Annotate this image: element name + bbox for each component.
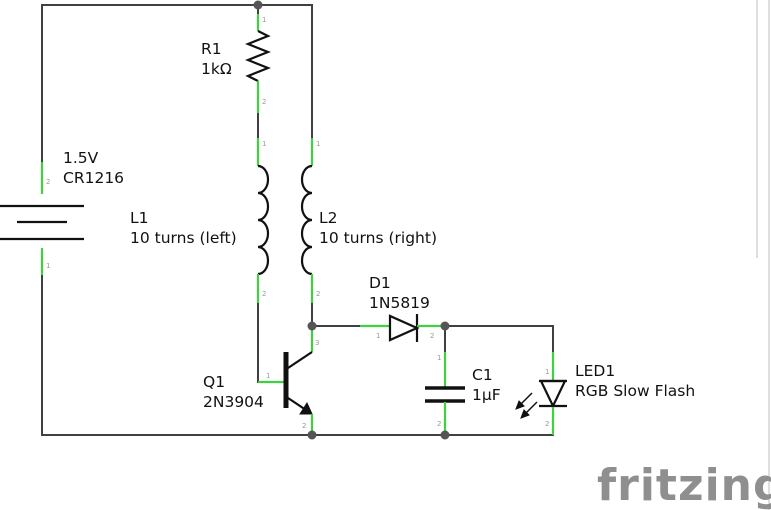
q1-pin-3: 3 [315,339,319,347]
junction-dot [440,321,450,331]
l2-pin-1: 1 [316,140,320,148]
battery-symbol: 2 1 [0,162,84,275]
q1-pin-1: 1 [266,372,270,380]
c1-pin-2: 2 [437,420,441,428]
l1-value: 10 turns (left) [130,229,237,247]
c1-value: 1µF [472,386,501,404]
battery-pin-2: 2 [46,178,50,186]
l2-pin-2: 2 [316,290,320,298]
q1-value: 2N3904 [203,393,264,411]
r1-value: 1kΩ [201,60,232,78]
led1-name: LED1 [575,362,615,380]
d1-pin-1: 1 [376,332,380,340]
q1-transistor-symbol: 1 3 2 [258,326,319,435]
junction-dot [440,430,450,440]
l1-inductor-symbol: 1 2 [256,138,270,303]
c1-pin-1: 1 [437,354,441,362]
d1-pin-2: 2 [430,332,434,340]
l1-pin-1: 1 [262,140,266,148]
battery-name: 1.5V [63,149,99,167]
junction-dot [307,321,317,331]
c1-name: C1 [472,366,493,384]
r1-name: R1 [201,40,222,58]
led1-symbol: 1 2 [515,352,567,435]
junction-dots [253,0,450,440]
wires [41,4,554,436]
c1-capacitor-symbol: 1 2 [425,352,465,435]
led1-pin-1: 1 [545,368,549,376]
l2-inductor-symbol: 1 2 [300,138,320,303]
led1-pin-2: 2 [545,420,549,428]
r1-pin-1: 1 [262,16,266,24]
d1-value: 1N5819 [369,294,430,312]
q1-name: Q1 [203,373,225,391]
r1-resistor-symbol: 1 2 [245,14,271,113]
junction-dot [307,430,317,440]
battery-value: CR1216 [63,169,124,187]
d1-diode-symbol: 1 2 [360,314,445,342]
d1-name: D1 [369,274,391,292]
l2-value: 10 turns (right) [319,229,437,247]
r1-pin-2: 2 [262,98,266,106]
battery-pin-1: 1 [46,262,50,270]
junction-dot [253,0,263,10]
led1-value: RGB Slow Flash [575,382,695,400]
fritzing-logo: fritzing [597,460,771,510]
l1-pin-2: 2 [262,290,266,298]
l1-name: L1 [130,209,149,227]
q1-pin-2: 2 [302,422,306,430]
l2-name: L2 [319,209,338,227]
